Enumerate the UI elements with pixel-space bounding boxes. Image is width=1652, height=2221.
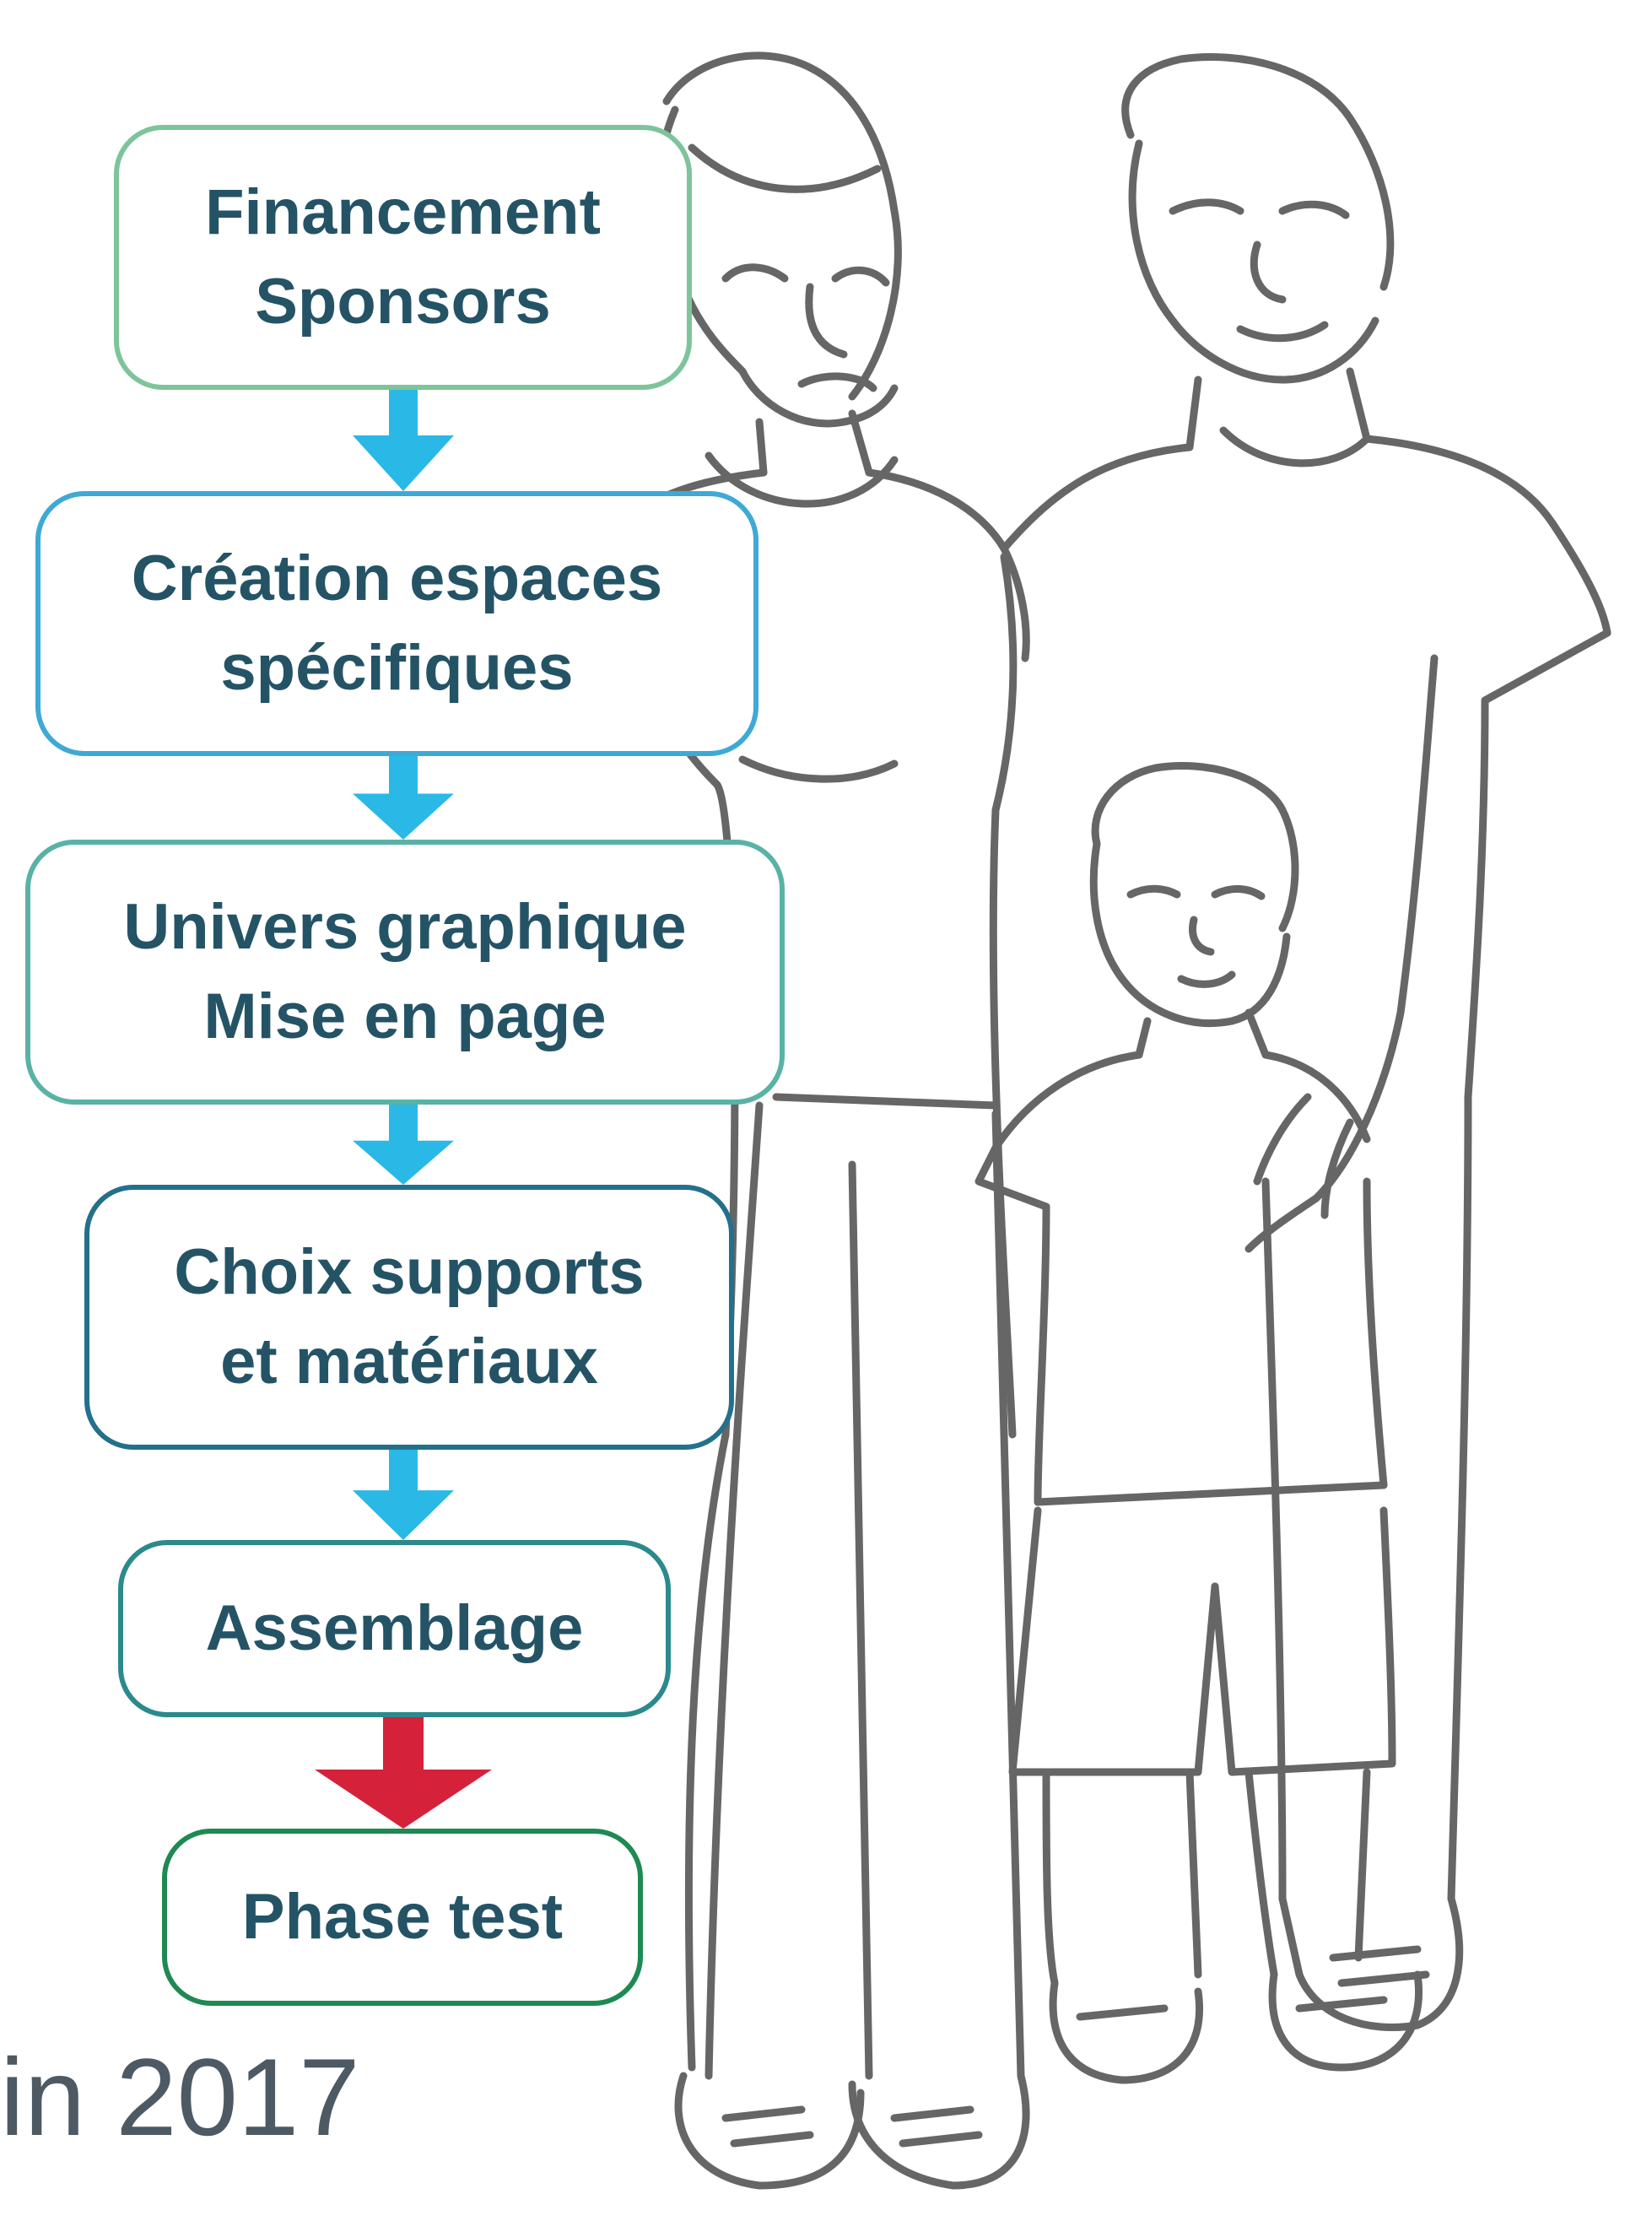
step-line: Phase test (241, 1880, 564, 1953)
flow-arrow (353, 390, 454, 491)
step-financement-sponsors: Financement Sponsors (114, 125, 692, 390)
step-phase-test: Phase test (162, 1829, 643, 2006)
flow-arrow (353, 756, 454, 840)
step-assemblage: Assemblage (118, 1540, 671, 1717)
step-creation-espaces: Création espaces spécifiques (35, 491, 759, 756)
boy-figure (974, 762, 1423, 2084)
step-line: Choix supports (174, 1235, 645, 1308)
step-label: Phase test (242, 1872, 563, 1962)
flow-arrow (315, 1717, 492, 1829)
step-label: Assemblage (206, 1584, 584, 1673)
step-line: et matériaux (220, 1326, 598, 1397)
step-line: Mise en page (203, 981, 607, 1052)
step-label: Choix supports et matériaux (174, 1228, 644, 1408)
footer-year-text: in 2017 (0, 2035, 360, 2159)
step-line: spécifiques (220, 632, 574, 704)
step-label: Univers graphique Mise en page (123, 883, 686, 1062)
step-line: Univers graphique (123, 890, 687, 963)
step-choix-supports: Choix supports et matériaux (84, 1185, 734, 1450)
step-line: Création espaces (131, 542, 663, 614)
step-line: Sponsors (255, 266, 551, 338)
step-line: Financement (205, 176, 601, 248)
step-univers-graphique: Univers graphique Mise en page (25, 840, 785, 1105)
step-label: Financement Sponsors (205, 168, 601, 348)
step-line: Assemblage (205, 1591, 584, 1664)
man-figure (1000, 53, 1612, 2031)
step-label: Création espaces spécifiques (132, 534, 662, 714)
flow-arrow (353, 1450, 454, 1540)
flow-arrow (353, 1105, 454, 1185)
woman-figure (585, 51, 1030, 2190)
